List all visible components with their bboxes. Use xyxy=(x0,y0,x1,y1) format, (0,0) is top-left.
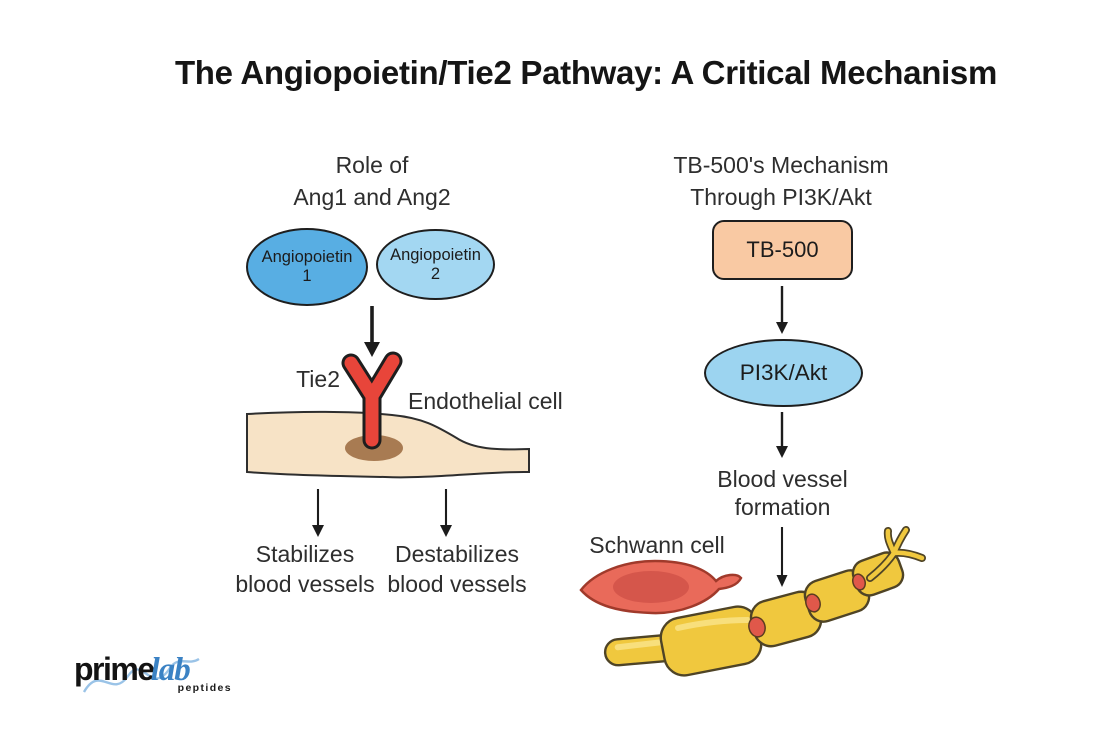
down-arrow-icon xyxy=(364,306,380,357)
outcome-destabilizes-line2: blood vessels xyxy=(387,571,527,597)
tb500-label: TB-500 xyxy=(746,237,819,262)
outcome-destabilizes: Destabilizes blood vessels xyxy=(362,539,552,599)
left-heading-line2: Ang1 and Ang2 xyxy=(293,184,451,210)
schwann-cell-label: Schwann cell xyxy=(589,532,725,558)
left-section-heading: Role of Ang1 and Ang2 xyxy=(242,149,502,213)
right-section-heading: TB-500's Mechanism Through PI3K/Akt xyxy=(648,149,914,213)
node-angiopoietin-2: Angiopoietin 2 xyxy=(376,229,495,300)
outcome-destabilizes-line1: Destabilizes xyxy=(395,541,519,567)
outcome-stabilizes-line2: blood vessels xyxy=(235,571,375,597)
formation-line2: formation xyxy=(734,494,831,520)
logo-peptides-text: peptides xyxy=(177,682,232,694)
down-arrow-icon xyxy=(440,489,452,537)
down-arrow-icon xyxy=(776,286,788,334)
right-heading-line2: Through PI3K/Akt xyxy=(690,184,872,210)
ang1-label-line2: 1 xyxy=(302,267,312,285)
ang2-label-line2: 2 xyxy=(430,264,441,283)
down-arrow-icon xyxy=(312,489,324,537)
node-tb500: TB-500 xyxy=(712,220,853,280)
tie2-label: Tie2 xyxy=(296,366,340,392)
pi3k-label: PI3K/Akt xyxy=(739,360,828,385)
logo-script-flourish xyxy=(82,657,200,693)
tie2-receptor-icon xyxy=(341,351,403,450)
node-pi3k-akt: PI3K/Akt xyxy=(704,339,863,407)
left-heading-line1: Role of xyxy=(335,152,409,178)
formation-line1: Blood vessel xyxy=(717,466,848,492)
logo-lab-text: lab xyxy=(150,652,191,688)
ang2-label-line1: Angiopoietin xyxy=(390,245,481,264)
endothelial-cell-label: Endothelial cell xyxy=(408,388,563,414)
logo-wordmark: primelab xyxy=(74,651,234,689)
logo-prime-text: prime xyxy=(74,651,155,687)
node-angiopoietin-1: Angiopoietin 1 xyxy=(246,228,368,306)
right-heading-line1: TB-500's Mechanism xyxy=(673,152,889,178)
page-title: The Angiopoietin/Tie2 Pathway: A Critica… xyxy=(174,54,998,91)
outcome-stabilizes-line1: Stabilizes xyxy=(255,541,355,567)
outcome-blood-vessel-formation: Blood vessel formation xyxy=(700,465,865,521)
endothelial-cell-shape xyxy=(246,410,530,479)
neuron-icon xyxy=(603,526,926,677)
outcome-stabilizes: Stabilizes blood vessels xyxy=(211,539,399,599)
schwann-cell-icon xyxy=(579,559,743,615)
down-arrow-icon xyxy=(776,412,788,458)
down-arrow-icon xyxy=(776,527,788,587)
logo: primelab peptides xyxy=(74,651,234,694)
ang1-label-line1: Angiopoietin xyxy=(261,248,353,266)
